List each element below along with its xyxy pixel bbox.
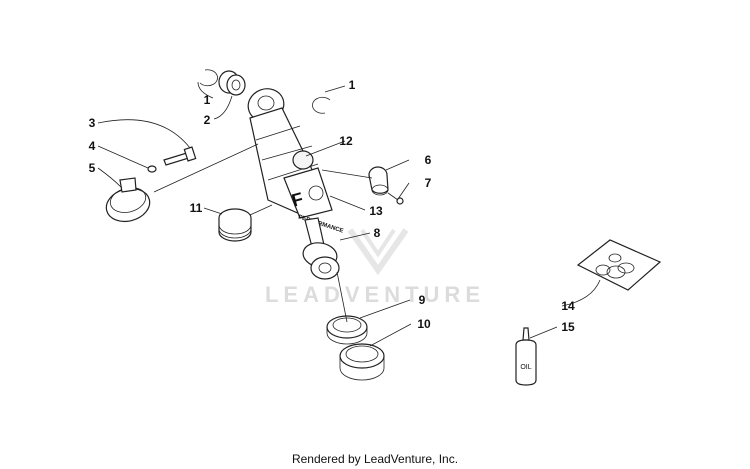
svg-text:F: F — [289, 189, 305, 211]
part-bushing[interactable] — [218, 70, 246, 96]
callout-4[interactable]: 4 — [89, 139, 96, 153]
part-snap-ring-right[interactable] — [312, 96, 331, 114]
part-bolt[interactable] — [163, 146, 197, 166]
callout-6[interactable]: 6 — [425, 153, 432, 167]
part-lock-ring[interactable] — [326, 315, 368, 345]
part-spring-seat[interactable] — [218, 208, 252, 242]
callout-2[interactable]: 2 — [204, 113, 211, 127]
callout-13[interactable]: 13 — [369, 204, 383, 218]
callout-5[interactable]: 5 — [89, 161, 96, 175]
part-adjuster-knob[interactable] — [368, 166, 389, 196]
part-snap-ring-left[interactable] — [199, 69, 218, 87]
callout-12[interactable]: 12 — [339, 134, 353, 148]
watermark-text: LEADVENTURE — [265, 282, 485, 307]
watermark: LEADVENTURE — [265, 228, 485, 307]
callout-3[interactable]: 3 — [89, 116, 96, 130]
callout-7[interactable]: 7 — [425, 176, 432, 190]
part-seal-kit[interactable] — [576, 239, 662, 291]
callout-10[interactable]: 10 — [417, 317, 431, 331]
part-adjuster-nut[interactable] — [339, 343, 385, 381]
footer-credit: Rendered by LeadVenture, Inc. — [291, 452, 459, 466]
callout-14[interactable]: 14 — [561, 299, 575, 313]
callout-1[interactable]: 1 — [349, 78, 356, 92]
part-oil-bottle[interactable]: OIL — [515, 327, 537, 386]
callout-11[interactable]: 11 — [190, 201, 203, 215]
callout-8[interactable]: 8 — [374, 226, 381, 240]
part-clamp[interactable] — [103, 177, 154, 226]
callout-1[interactable]: 1 — [204, 93, 211, 107]
callout-15[interactable]: 15 — [561, 320, 575, 334]
part-washer[interactable] — [147, 165, 157, 173]
leader-lines — [97, 81, 601, 347]
callout-9[interactable]: 9 — [419, 293, 426, 307]
callout-labels: 1 1 2 3 4 5 6 7 8 9 10 11 12 13 14 15 — [89, 78, 575, 334]
part-shock-absorber[interactable]: F PERFORMANCE — [244, 84, 344, 280]
oil-bottle-label: OIL — [520, 364, 531, 371]
part-screw[interactable] — [387, 192, 404, 205]
